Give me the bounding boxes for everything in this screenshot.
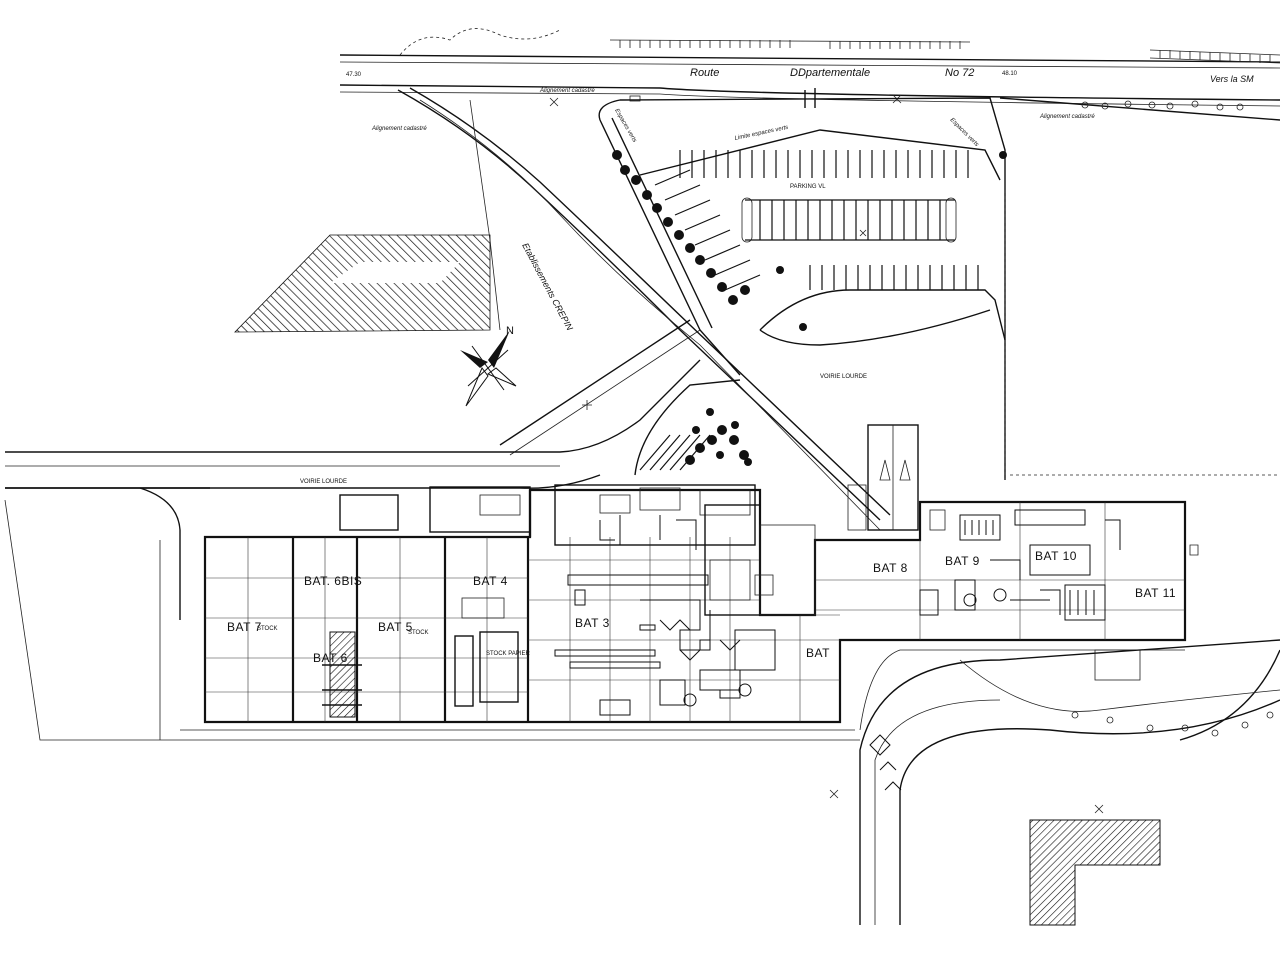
machinery-bat3 (554, 515, 776, 716)
alignment-label-2: Alignement cadastré (1039, 114, 1095, 120)
parking-label: PARKING VL (790, 184, 826, 190)
stock-label-1: STOCK (257, 626, 278, 632)
road-name-word3: No 72 (945, 67, 974, 79)
building-6-label: BAT 6 (313, 651, 348, 665)
alignment-label-3: Alignement cadastré (371, 126, 427, 132)
voirie-top-label: VOIRIE LOURDE (820, 374, 867, 380)
building-11-label: BAT 11 (1135, 586, 1176, 600)
storage-rack (322, 631, 362, 718)
road-name-word1: Route (690, 67, 719, 79)
north-label: N (506, 325, 514, 337)
parking-area: PARKING VL VOIRIE LOURDE Espaces verts L… (598, 97, 1280, 480)
road-level-right: 48.10 (1002, 71, 1018, 77)
road-fence-ticks (619, 40, 1280, 64)
building-8-label: BAT 8 (873, 561, 908, 575)
hatched-area-icon (234, 234, 491, 333)
stock-papier-label: STOCK PAPIER (486, 651, 530, 657)
machinery-bat9 (919, 509, 1121, 621)
access-road: VOIRIE LOURDE (4, 359, 860, 741)
building-10-label: BAT 10 (1035, 549, 1077, 563)
building-6bis-label: BAT. 6BIS (304, 574, 362, 588)
parking-stalls-diagonal (654, 169, 761, 291)
road-level-left: 47.30 (346, 72, 362, 78)
parking-stalls-bottom (809, 265, 979, 290)
building-bat-label: BAT (806, 646, 830, 660)
departmental-road: Route DDpartementale No 72 Vers la SM 47… (339, 28, 1280, 132)
building-4-label: BAT 4 (473, 574, 508, 588)
south-road (829, 639, 1280, 925)
building-7-label: BAT 7 (227, 620, 262, 634)
building-3-label: BAT 3 (575, 616, 610, 630)
building-9-label: BAT 9 (945, 554, 980, 568)
railway (397, 87, 891, 531)
trees-cluster (685, 408, 752, 466)
hatched-building (1029, 819, 1161, 926)
voirie-main-label: VOIRIE LOURDE (300, 479, 347, 485)
stock-label-2: STOCK (408, 630, 429, 636)
road-name-word2: DDpartementale (790, 67, 870, 79)
building-labels: BAT. 6BIS BAT 7 BAT 5 BAT 6 BAT 4 BAT 3 … (227, 549, 1176, 665)
road-destination: Vers la SM (1210, 74, 1254, 84)
alignment-label-1: Alignement cadastré (539, 88, 595, 94)
parking-stalls-top (679, 150, 969, 178)
trees-row (612, 150, 1007, 331)
main-building-complex (180, 424, 1199, 731)
north-arrow-icon: N (460, 325, 517, 407)
survey-marks (582, 229, 867, 410)
neighbour-label: Etablissements CREPIN (520, 241, 575, 332)
parking-stalls-middle (741, 197, 957, 243)
green-right-label: Espaces verts (949, 117, 980, 148)
building-5-label: BAT 5 (378, 620, 413, 634)
green-left-label: Espaces verts (613, 108, 637, 144)
